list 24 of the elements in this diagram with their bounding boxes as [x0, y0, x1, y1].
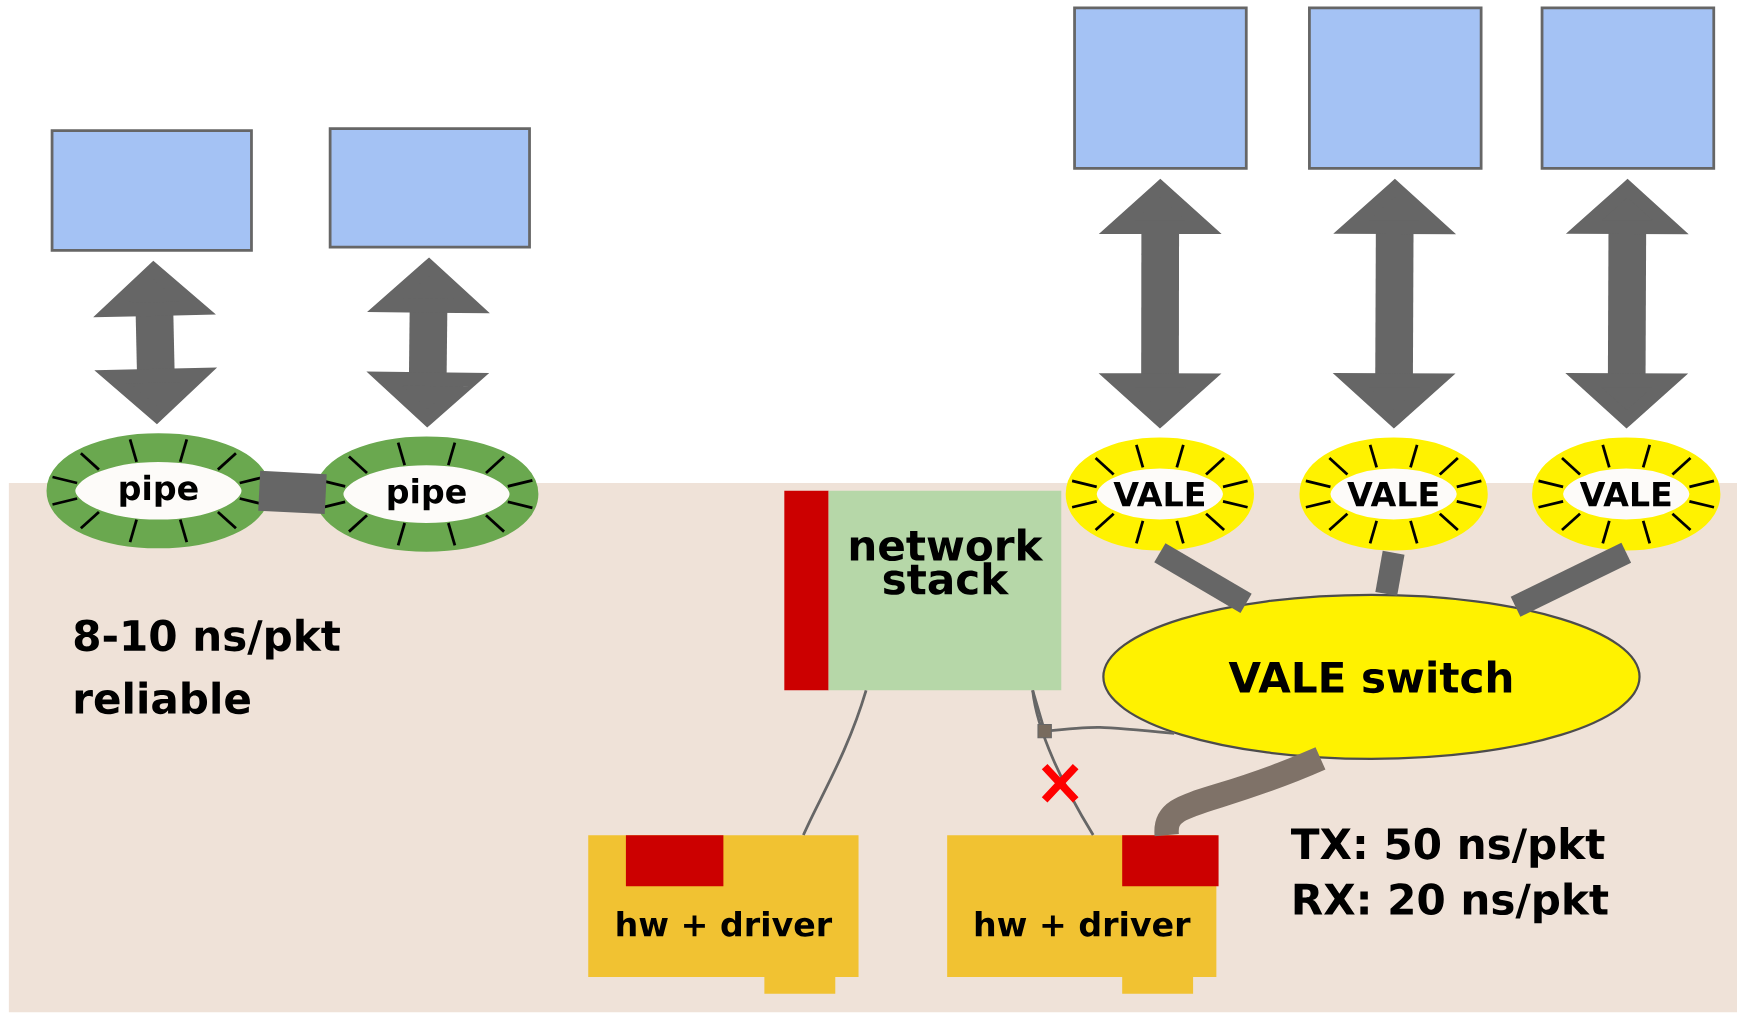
app-box [1540, 6, 1716, 170]
annotation-text: TX: 50 ns/pkt [1291, 827, 1605, 869]
connector [1510, 543, 1632, 617]
connector [1154, 543, 1252, 614]
annotation-text: reliable [75, 681, 250, 715]
hardware-box: hw + driver [947, 835, 1219, 994]
app-box [1073, 6, 1248, 170]
app-box [328, 127, 531, 249]
connector [1031, 690, 1175, 736]
ring-buffer: VALE [1065, 437, 1254, 551]
ring-buffer: pipe [46, 433, 271, 549]
hardware-box: hw + driver [588, 835, 859, 994]
annotation-text: RX: 20 ns/pkt [1294, 882, 1609, 924]
connector [258, 471, 327, 515]
app-box [1308, 6, 1483, 170]
connector [1375, 551, 1405, 597]
network-stack-box: network stack [784, 491, 1062, 691]
connector [1154, 747, 1326, 836]
ring-buffer: pipe [314, 436, 539, 552]
ring-buffer: VALE [1299, 437, 1488, 551]
annotation-text: 8-10 ns/pkt [74, 619, 340, 660]
ring-buffer: VALE [1532, 437, 1721, 551]
app-box [50, 129, 253, 252]
connector [802, 690, 868, 836]
